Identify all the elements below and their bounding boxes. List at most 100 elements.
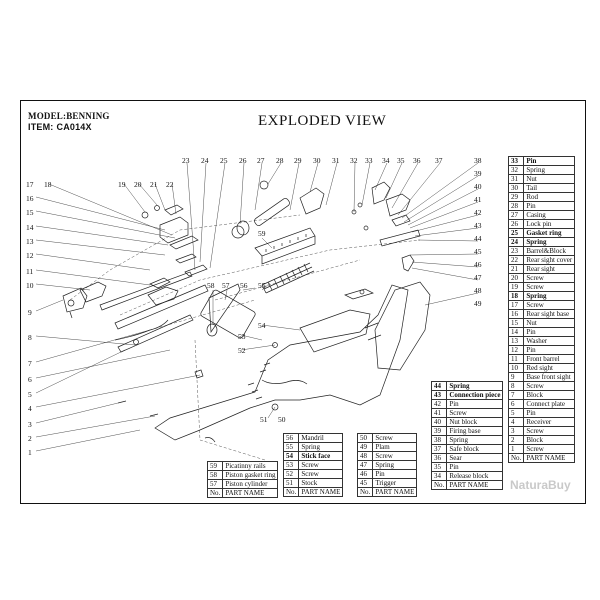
part-number: 49	[356, 442, 374, 452]
piston-cylinder	[200, 283, 256, 339]
callout: 2	[28, 434, 32, 443]
part-number: 40	[430, 417, 448, 427]
part-name: Pin	[523, 201, 576, 211]
callout: 13	[26, 237, 34, 246]
callout: 56	[240, 281, 248, 290]
part-name: Pin	[372, 469, 418, 479]
part-name: Screw	[372, 433, 418, 443]
part-name: Red sight	[523, 363, 576, 373]
part-name: Pin	[523, 327, 576, 337]
part-number: No.	[206, 488, 224, 498]
barrel-and-block	[114, 284, 209, 353]
part-name: Pin	[446, 462, 504, 472]
callout: 8	[28, 333, 32, 342]
main-spring	[261, 262, 315, 294]
callout: 53	[238, 332, 246, 341]
part-name: Screw	[298, 460, 344, 470]
part-name: Block	[523, 435, 576, 445]
part-name: Piston gasket ring	[222, 470, 279, 480]
item-code: CA014X	[56, 122, 92, 132]
part-name: PART NAME	[523, 453, 576, 463]
callout: 57	[222, 281, 230, 290]
part-number: No.	[282, 487, 300, 497]
stock	[154, 284, 409, 443]
callout: 55	[258, 281, 266, 290]
model-label: MODEL:BENNING	[28, 111, 110, 121]
part-name: Nut block	[446, 417, 504, 427]
callout: 16	[26, 194, 34, 203]
callout: 39	[474, 169, 482, 178]
callout: 49	[474, 299, 482, 308]
picatinny-rail	[254, 227, 316, 265]
part-number: 44	[430, 381, 448, 391]
callout: 45	[474, 247, 482, 256]
part-number: 27	[507, 210, 525, 220]
callout: 21	[150, 180, 158, 189]
parts-table-row: No.PART NAME	[206, 488, 279, 498]
part-name: Rear sight	[523, 264, 576, 274]
part-name: Screw	[523, 273, 576, 283]
part-name: Rear sight base	[523, 309, 576, 319]
callout: 19	[118, 180, 126, 189]
callout: 46	[474, 260, 482, 269]
part-name: PART NAME	[298, 487, 344, 497]
part-name: Front barrel	[523, 354, 576, 364]
part-number: 29	[507, 192, 525, 202]
part-number: 6	[507, 399, 525, 409]
part-name: Spring	[298, 442, 344, 452]
part-number: 20	[507, 273, 525, 283]
part-number: 7	[507, 390, 525, 400]
part-name: Connect plate	[523, 399, 576, 409]
callout: 24	[201, 156, 209, 165]
part-number: 35	[430, 462, 448, 472]
part-number: 52	[282, 469, 300, 479]
part-number: 10	[507, 363, 525, 373]
part-name: Casing	[523, 210, 576, 220]
part-name: Release block	[446, 471, 504, 481]
part-number: 34	[430, 471, 448, 481]
rear-sight-assembly	[141, 204, 208, 277]
part-number: 22	[507, 255, 525, 265]
part-number: 19	[507, 282, 525, 292]
part-number: 55	[282, 442, 300, 452]
callout: 5	[28, 390, 32, 399]
callout: 17	[26, 180, 34, 189]
part-name: Screw	[523, 282, 576, 292]
part-name: Nut	[523, 174, 576, 184]
part-number: 56	[282, 433, 300, 443]
callout: 9	[28, 308, 32, 317]
callout: 4	[28, 404, 32, 413]
part-name: Screw	[523, 426, 576, 436]
part-number: 58	[206, 470, 224, 480]
part-name: Receiver	[523, 417, 576, 427]
part-number: 59	[206, 461, 224, 471]
callout: 59	[258, 229, 266, 238]
part-name: Base front sight	[523, 372, 576, 382]
part-number: 36	[430, 453, 448, 463]
parts-table-row: No.PART NAME	[282, 487, 344, 497]
